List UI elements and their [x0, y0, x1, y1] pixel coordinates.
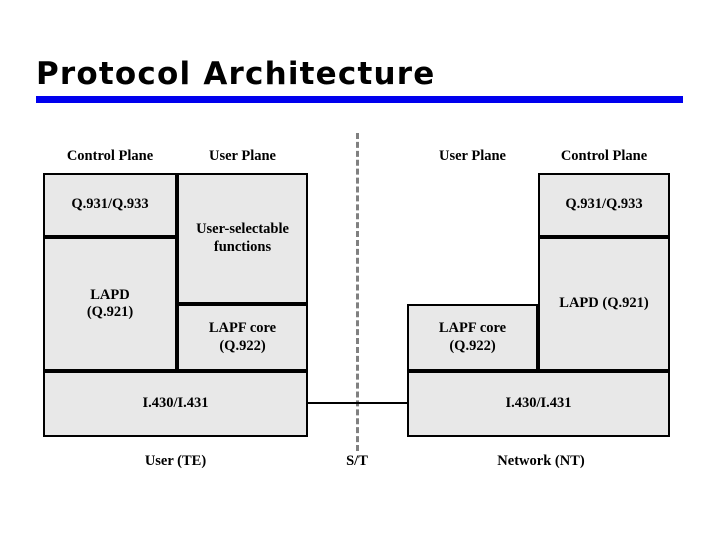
box-left-lapd: LAPD (Q.921): [43, 237, 177, 371]
box-left-q931-q933: Q.931/Q.933: [43, 173, 177, 237]
box-left-lapd-line1: LAPD: [90, 286, 130, 303]
box-right-lapd: LAPD (Q.921): [538, 237, 670, 371]
title-underline-rule: [36, 96, 683, 103]
box-right-lapf-core-line1: LAPF core: [438, 320, 507, 337]
box-left-user-selectable-line1: User-selectable: [196, 221, 289, 238]
box-left-lapf-core: LAPF core (Q.922): [177, 304, 308, 371]
box-left-user-selectable-functions: User-selectable functions: [177, 173, 308, 304]
footer-label-st: S/T: [346, 453, 368, 469]
header-left-user-plane: User Plane: [209, 148, 276, 164]
box-left-lapf-core-line1: LAPF core: [208, 320, 277, 337]
st-reference-dashed-line: [356, 133, 359, 451]
page-title: Protocol Architecture: [36, 56, 436, 92]
footer-label-user-te: User (TE): [144, 453, 207, 469]
header-right-control-plane: Control Plane: [560, 148, 648, 164]
box-right-lapf-core-line2: (Q.922): [449, 337, 496, 354]
box-right-physical-i430-i431: I.430/I.431: [407, 371, 670, 437]
footer-label-network-nt: Network (NT): [497, 453, 585, 469]
box-right-lapf-core: LAPF core (Q.922): [407, 304, 538, 371]
box-left-user-selectable-line2: functions: [213, 238, 272, 255]
box-right-q931-q933: Q.931/Q.933: [538, 173, 670, 237]
box-left-lapd-line2: (Q.921): [86, 304, 134, 320]
header-left-control-plane: Control Plane: [66, 148, 154, 164]
header-right-user-plane: User Plane: [439, 148, 506, 164]
box-left-lapf-core-line2: (Q.922): [219, 337, 266, 354]
box-left-physical-i430-i431: I.430/I.431: [43, 371, 308, 437]
physical-connector-line: [306, 402, 409, 404]
